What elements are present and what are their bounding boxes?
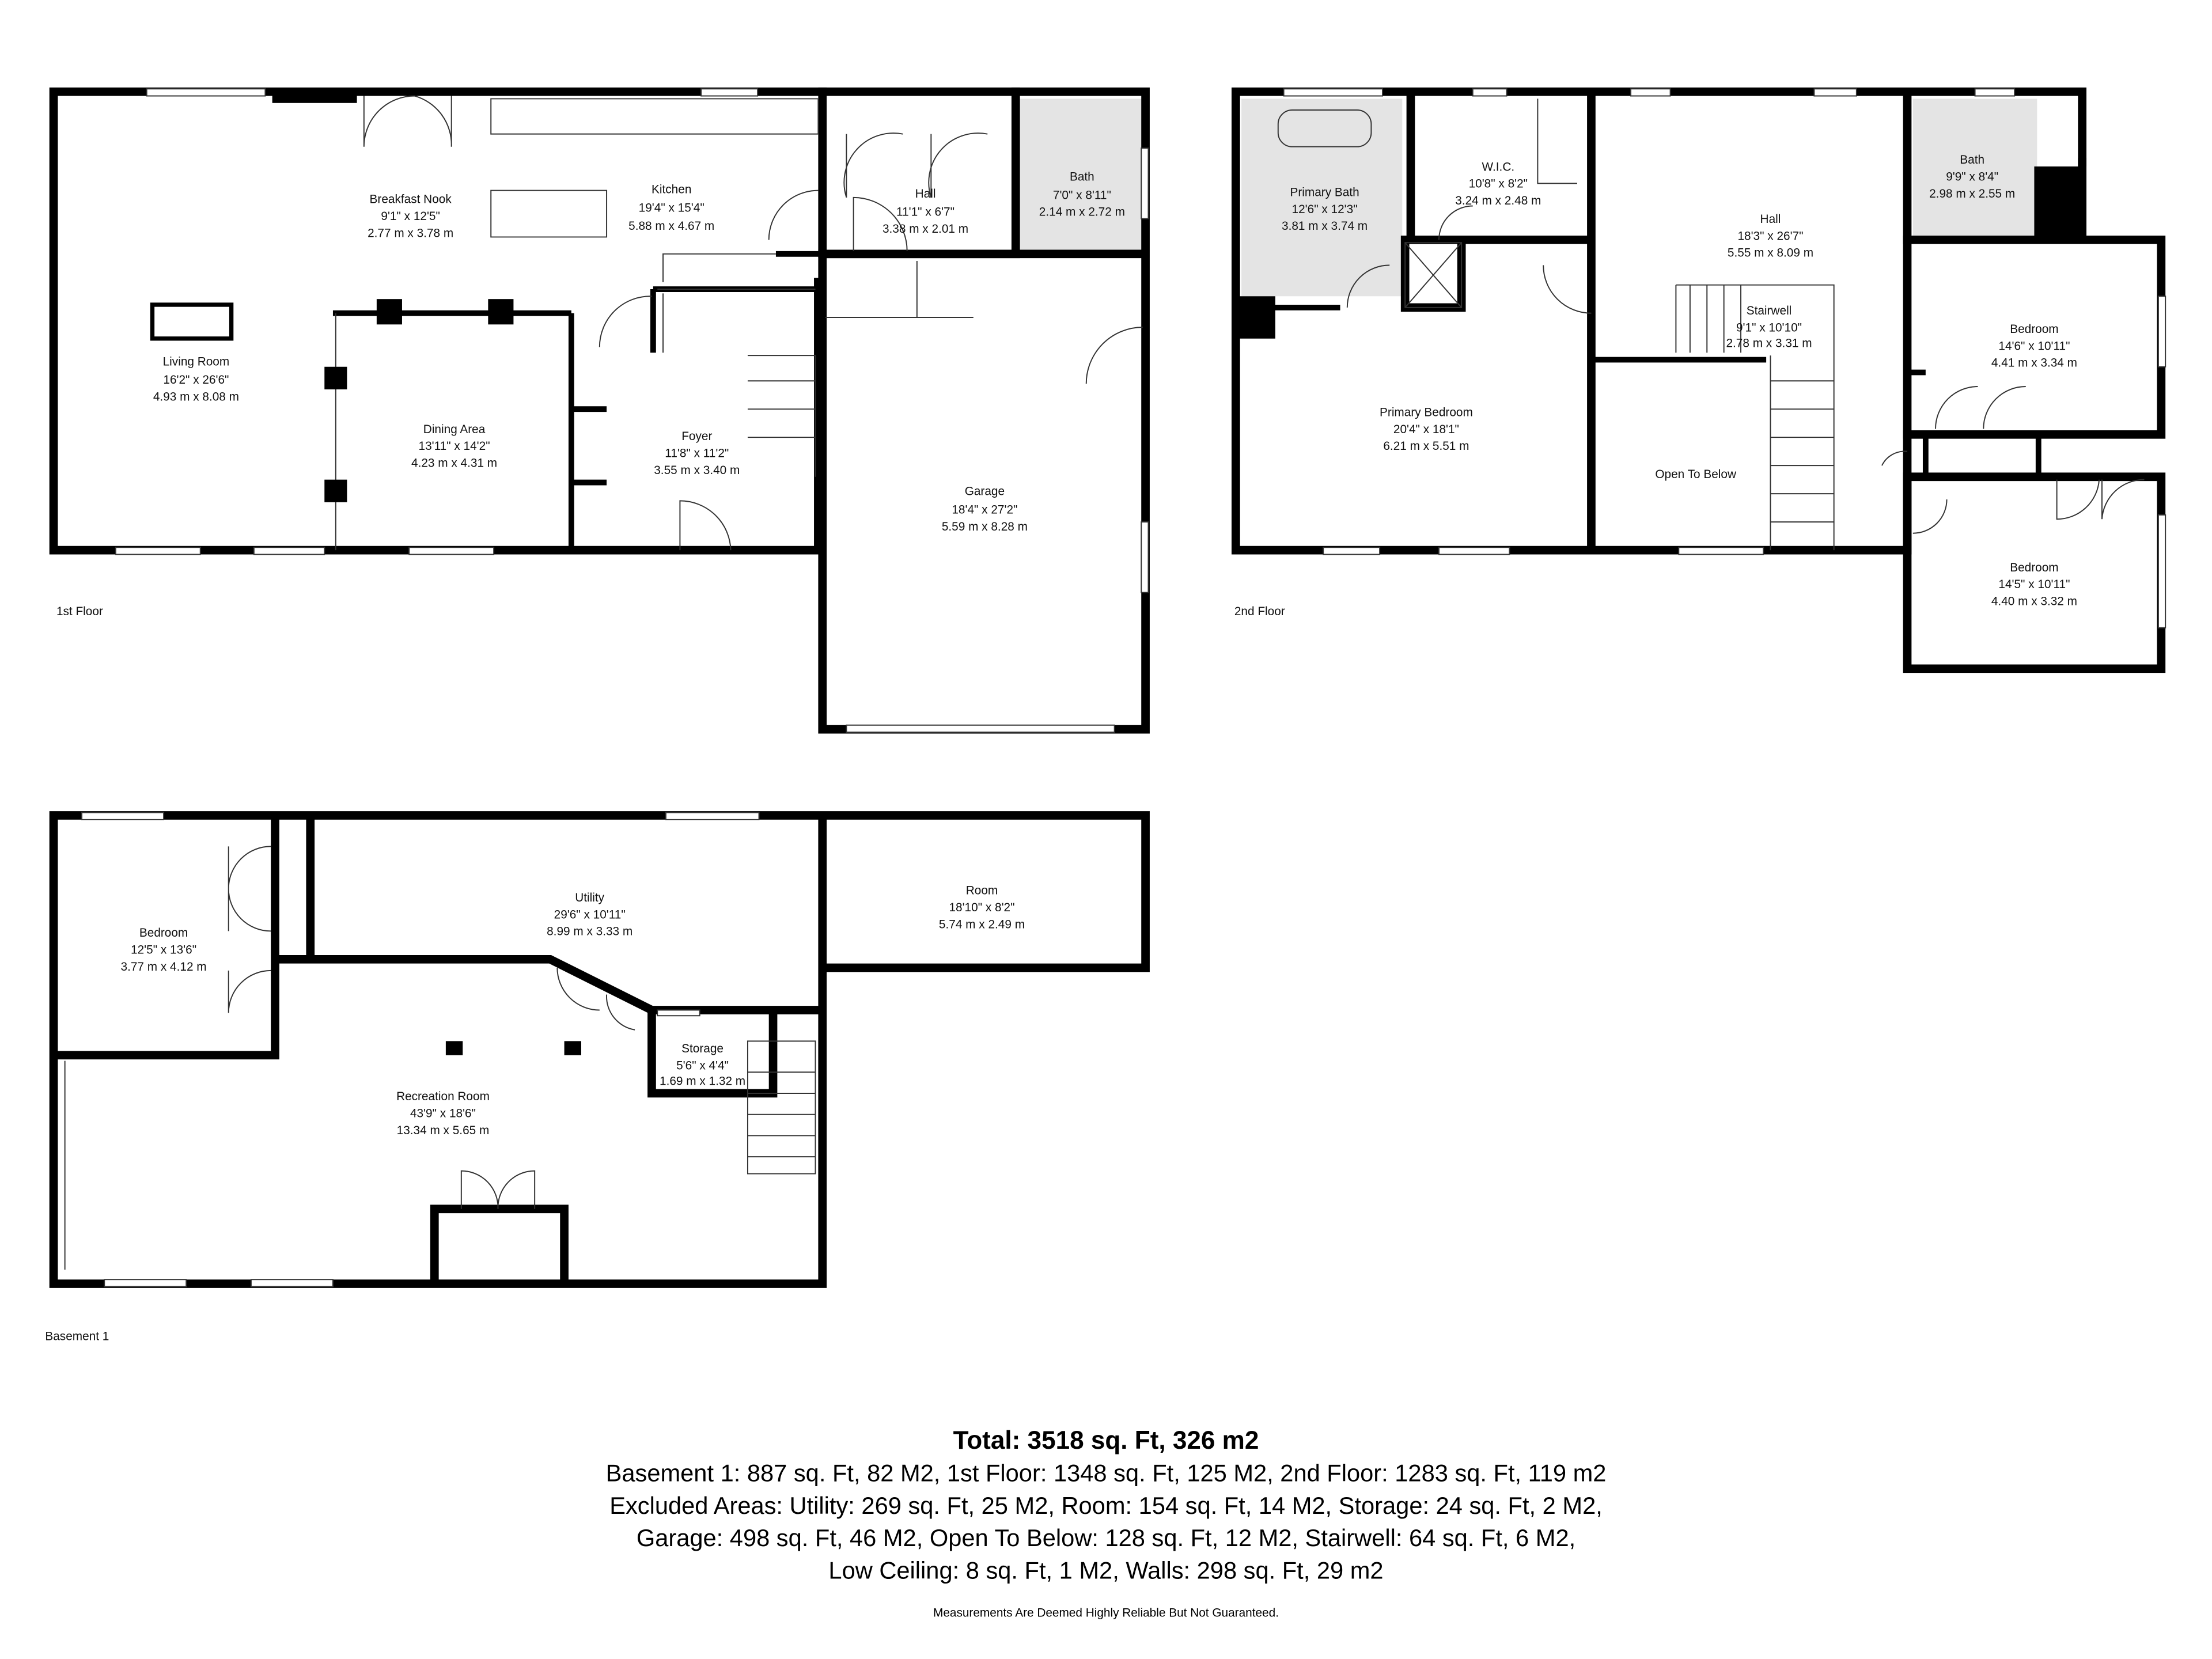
room-dimensions-imperial: 5'6" x 4'4" — [676, 1059, 729, 1072]
room-dimensions-metric: 1.69 m x 1.32 m — [660, 1074, 745, 1088]
room-dimensions-imperial: 19'4" x 15'4" — [639, 201, 704, 214]
room-name: W.I.C. — [1482, 160, 1515, 173]
room-name: Hall — [1760, 213, 1781, 226]
total-area: Total: 3518 sq. Ft, 326 m2 — [953, 1426, 1259, 1455]
room-dimensions-imperial: 9'1" x 10'10" — [1736, 321, 1802, 335]
room-dimensions-metric: 3.55 m x 3.40 m — [654, 464, 740, 477]
summary-line: Excluded Areas: Utility: 269 sq. Ft, 25 … — [609, 1492, 1603, 1519]
summary-line: Garage: 498 sq. Ft, 46 M2, Open To Below… — [637, 1524, 1575, 1551]
room-dimensions-metric: 5.59 m x 8.28 m — [942, 520, 1028, 533]
room-dimensions-metric: 13.34 m x 5.65 m — [397, 1124, 490, 1137]
room-name: Recreation Room — [396, 1090, 490, 1103]
bath-wet-area — [1018, 99, 1143, 251]
room-dimensions-imperial: 11'1" x 6'7" — [896, 206, 955, 219]
room-name: Utility — [575, 891, 604, 904]
room-name: Bath — [1960, 153, 1984, 166]
room-name: Hall — [915, 187, 936, 200]
room-dimensions-imperial: 18'3" x 26'7" — [1737, 229, 1803, 243]
room-dimensions-imperial: 12'5" x 13'6" — [131, 944, 196, 957]
summary-line: Basement 1: 887 sq. Ft, 82 M2, 1st Floor… — [606, 1459, 1607, 1486]
basement-plan: Bedroom 12'5" x 13'6" 3.77 m x 4.12 m Ut… — [45, 811, 1150, 1343]
room-dimensions-metric: 2.78 m x 3.31 m — [1726, 336, 1812, 350]
room-name: Primary Bath — [1290, 185, 1359, 199]
floor-label: Basement 1 — [45, 1330, 109, 1343]
room-name: Kitchen — [652, 183, 691, 196]
room-dimensions-metric: 2.98 m x 2.55 m — [1929, 187, 2015, 200]
room-dimensions-imperial: 43'9" x 18'6" — [410, 1107, 476, 1120]
room-dimensions-metric: 3.81 m x 3.74 m — [1282, 219, 1368, 233]
room-dimensions-imperial: 16'2" x 26'6" — [163, 373, 229, 387]
room-name: Room — [966, 884, 998, 897]
room-name: Bedroom — [2010, 561, 2058, 574]
floor-label: 2nd Floor — [1234, 605, 1285, 618]
first-floor-plan: Breakfast Nook 9'1" x 12'5" 2.77 m x 3.7… — [49, 87, 1150, 734]
door-swing-icon — [363, 95, 452, 147]
room-dimensions-metric: 3.24 m x 2.48 m — [1455, 194, 1541, 207]
room-name: Open To Below — [1655, 468, 1737, 481]
room-name: Breakfast Nook — [370, 193, 452, 206]
room-dimensions-imperial: 11'8" x 11'2" — [665, 446, 729, 460]
room-dimensions-metric: 6.21 m x 5.51 m — [1383, 440, 1469, 453]
disclaimer: Measurements Are Deemed Highly Reliable … — [933, 1607, 1279, 1620]
room-dimensions-imperial: 7'0" x 8'11" — [1053, 188, 1111, 202]
room-name: Bedroom — [139, 926, 188, 940]
room-dimensions-metric: 3.38 m x 2.01 m — [882, 222, 968, 236]
room-name: Primary Bedroom — [1380, 406, 1473, 419]
room-dimensions-imperial: 14'5" x 10'11" — [1998, 578, 2070, 591]
room-name: Bath — [1070, 170, 1094, 183]
room-dimensions-imperial: 13'11" x 14'2" — [419, 440, 490, 453]
room-dimensions-metric: 5.74 m x 2.49 m — [939, 918, 1025, 931]
fireplace-icon — [150, 302, 234, 341]
room-name: Bedroom — [2010, 323, 2058, 336]
room-dimensions-imperial: 9'1" x 12'5" — [381, 210, 440, 223]
room-dimensions-metric: 4.93 m x 8.08 m — [153, 391, 239, 404]
room-name: Garage — [965, 485, 1005, 498]
room-dimensions-metric: 3.77 m x 4.12 m — [121, 960, 207, 974]
room-dimensions-imperial: 14'6" x 10'11" — [1998, 339, 2070, 353]
room-dimensions-metric: 8.99 m x 3.33 m — [547, 925, 632, 938]
area-summary: Total: 3518 sq. Ft, 326 m2 Basement 1: 8… — [606, 1426, 1607, 1619]
room-dimensions-imperial: 29'6" x 10'11" — [554, 908, 626, 921]
room-dimensions-metric: 2.77 m x 3.78 m — [368, 226, 453, 240]
room-dimensions-metric: 5.55 m x 8.09 m — [1728, 247, 1813, 260]
summary-line: Low Ceiling: 8 sq. Ft, 1 M2, Walls: 298 … — [828, 1556, 1383, 1584]
room-name: Foyer — [681, 430, 712, 443]
room-name: Living Room — [163, 355, 230, 368]
room-name: Stairwell — [1747, 304, 1792, 317]
room-dimensions-metric: 4.23 m x 4.31 m — [411, 457, 497, 470]
bathtub-icon — [1277, 109, 1372, 147]
room-dimensions-imperial: 18'10" x 8'2" — [949, 901, 1014, 914]
room-dimensions-imperial: 12'6" x 12'3" — [1292, 203, 1358, 216]
room-dimensions-imperial: 20'4" x 18'1" — [1393, 423, 1459, 436]
room-dimensions-metric: 4.40 m x 3.32 m — [1991, 595, 2077, 608]
room-name: Dining Area — [423, 423, 486, 436]
room-dimensions-imperial: 10'8" x 8'2" — [1469, 177, 1528, 191]
shower-icon — [1404, 242, 1463, 308]
room-dimensions-imperial: 18'4" x 27'2" — [952, 503, 1017, 516]
room-dimensions-metric: 4.41 m x 3.34 m — [1991, 357, 2077, 370]
room-name: Storage — [681, 1042, 724, 1055]
second-floor-plan: Primary Bath 12'6" x 12'3" 3.81 m x 3.74… — [1231, 87, 2166, 673]
room-dimensions-metric: 2.14 m x 2.72 m — [1039, 206, 1125, 219]
floor-label: 1st Floor — [56, 605, 103, 618]
room-dimensions-metric: 5.88 m x 4.67 m — [628, 219, 714, 233]
room-dimensions-imperial: 9'9" x 8'4" — [1946, 170, 1998, 183]
